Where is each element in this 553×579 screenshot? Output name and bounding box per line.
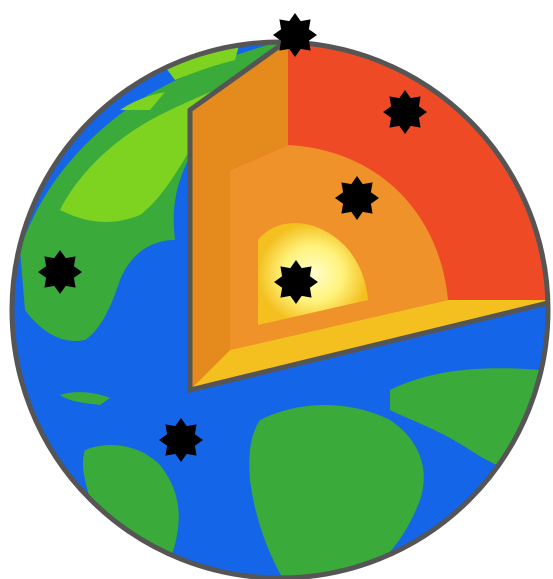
inner-core-layer — [258, 223, 368, 325]
marker-inner-core — [274, 260, 318, 304]
marker-ocean — [159, 418, 203, 462]
mantle-left-face — [190, 42, 288, 390]
marker-crust — [383, 90, 427, 134]
land-africa — [249, 405, 424, 578]
cutaway-edge — [187, 42, 548, 394]
globe-surface — [12, 42, 548, 578]
markers — [38, 13, 427, 462]
land-arctic-islands — [120, 42, 240, 110]
marker-land-left — [38, 250, 82, 294]
marker-mantle — [335, 176, 379, 220]
marker-top-edge — [273, 13, 317, 57]
land-caribbean — [60, 392, 110, 405]
globe-outline — [9, 39, 551, 579]
cutaway-section — [187, 42, 548, 394]
